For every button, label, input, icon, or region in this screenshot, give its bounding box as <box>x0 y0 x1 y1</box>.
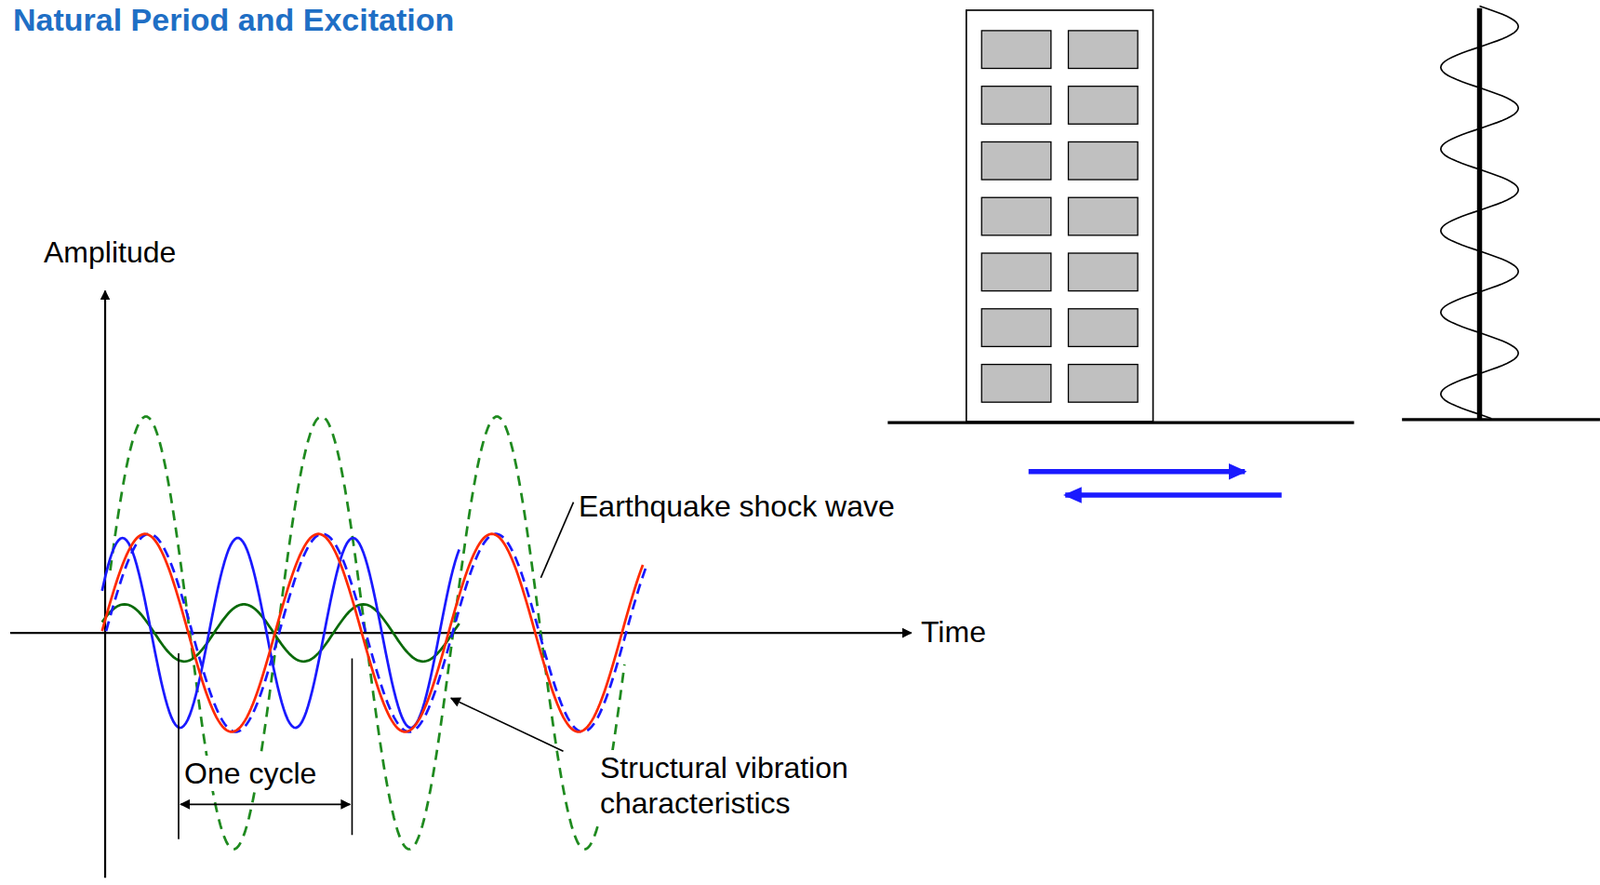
window <box>981 197 1052 236</box>
window <box>981 30 1052 69</box>
time-axis <box>10 631 912 634</box>
wave-curves <box>102 416 648 850</box>
window <box>1067 30 1138 69</box>
cycle-tick <box>351 657 354 835</box>
axis-label: Amplitude <box>40 234 179 270</box>
cycle-tick <box>177 653 180 840</box>
slide-title: Natural Period and Excitation <box>13 1 454 39</box>
callout-label: Structural vibration characteristics <box>597 749 910 822</box>
window <box>1067 86 1138 125</box>
building <box>887 10 1354 423</box>
ground-motion-arrow <box>1065 492 1282 497</box>
window <box>981 253 1052 292</box>
wave-curve <box>102 533 643 733</box>
axis-label: Time <box>918 613 989 650</box>
window <box>1067 253 1138 292</box>
cycle-dimension <box>180 803 350 806</box>
window <box>1067 197 1138 236</box>
window <box>981 141 1052 180</box>
wave-curve <box>102 537 460 728</box>
window <box>981 86 1052 125</box>
window <box>1067 308 1138 347</box>
ground-motion-arrow <box>1028 468 1246 474</box>
leader-line <box>451 697 564 751</box>
mast-model <box>1401 6 1600 420</box>
callout-label: Earthquake shock wave <box>575 488 898 524</box>
window <box>1067 141 1138 180</box>
window <box>981 308 1052 347</box>
leader-line <box>540 502 574 578</box>
dimension-label: One cycle <box>181 755 320 791</box>
window <box>1067 364 1138 403</box>
window <box>981 364 1052 403</box>
